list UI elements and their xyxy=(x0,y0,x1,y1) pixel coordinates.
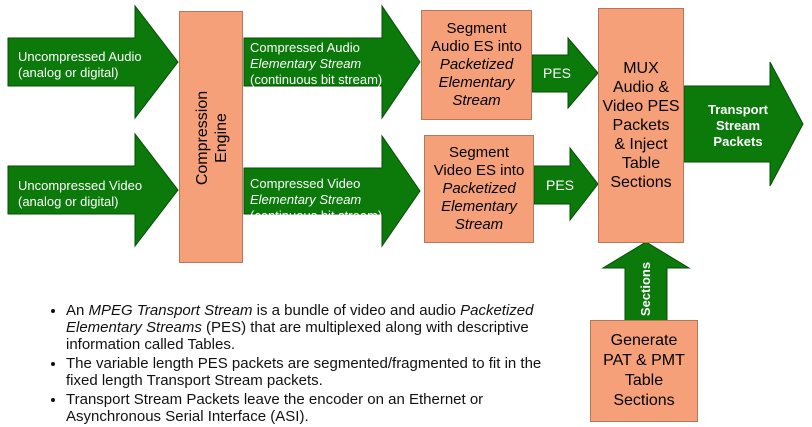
transport-output-arrow xyxy=(683,61,804,187)
bullet-item: Transport Stream Packets leave the encod… xyxy=(66,391,568,425)
audio-input-arrow xyxy=(7,4,179,120)
bullet-item: An MPEG Transport Stream is a bundle of … xyxy=(66,302,568,353)
pes-audio-label: PES xyxy=(543,65,572,81)
pes-video-label: PES xyxy=(546,177,575,193)
segment-video-box: Segment Video ES into Packetized Element… xyxy=(424,135,534,243)
compressed-video-label: Compressed Video Elementary Stream (cont… xyxy=(250,176,383,223)
uncompressed-video-label: Uncompressed Video(analog or digital) xyxy=(18,178,143,209)
uncompressed-audio-label: Uncompressed Audio(analog or digital) xyxy=(18,49,142,80)
segment-audio-box: Segment Audio ES into Packetized Element… xyxy=(421,10,532,120)
pes-audio-arrow xyxy=(531,36,599,110)
compressed-audio-arrow xyxy=(243,4,421,120)
sections-label: Sections xyxy=(638,261,653,317)
pes-video-arrow xyxy=(533,146,599,222)
video-input-arrow xyxy=(7,132,179,248)
compressed-audio-label: Compressed Audio Elementary Stream (cont… xyxy=(250,40,383,87)
sections-up-arrow xyxy=(601,241,691,323)
bullet-item: The variable length PES packets are segm… xyxy=(66,355,568,389)
description-bullets: An MPEG Transport Stream is a bundle of … xyxy=(48,302,568,427)
compressed-video-arrow xyxy=(243,134,421,248)
